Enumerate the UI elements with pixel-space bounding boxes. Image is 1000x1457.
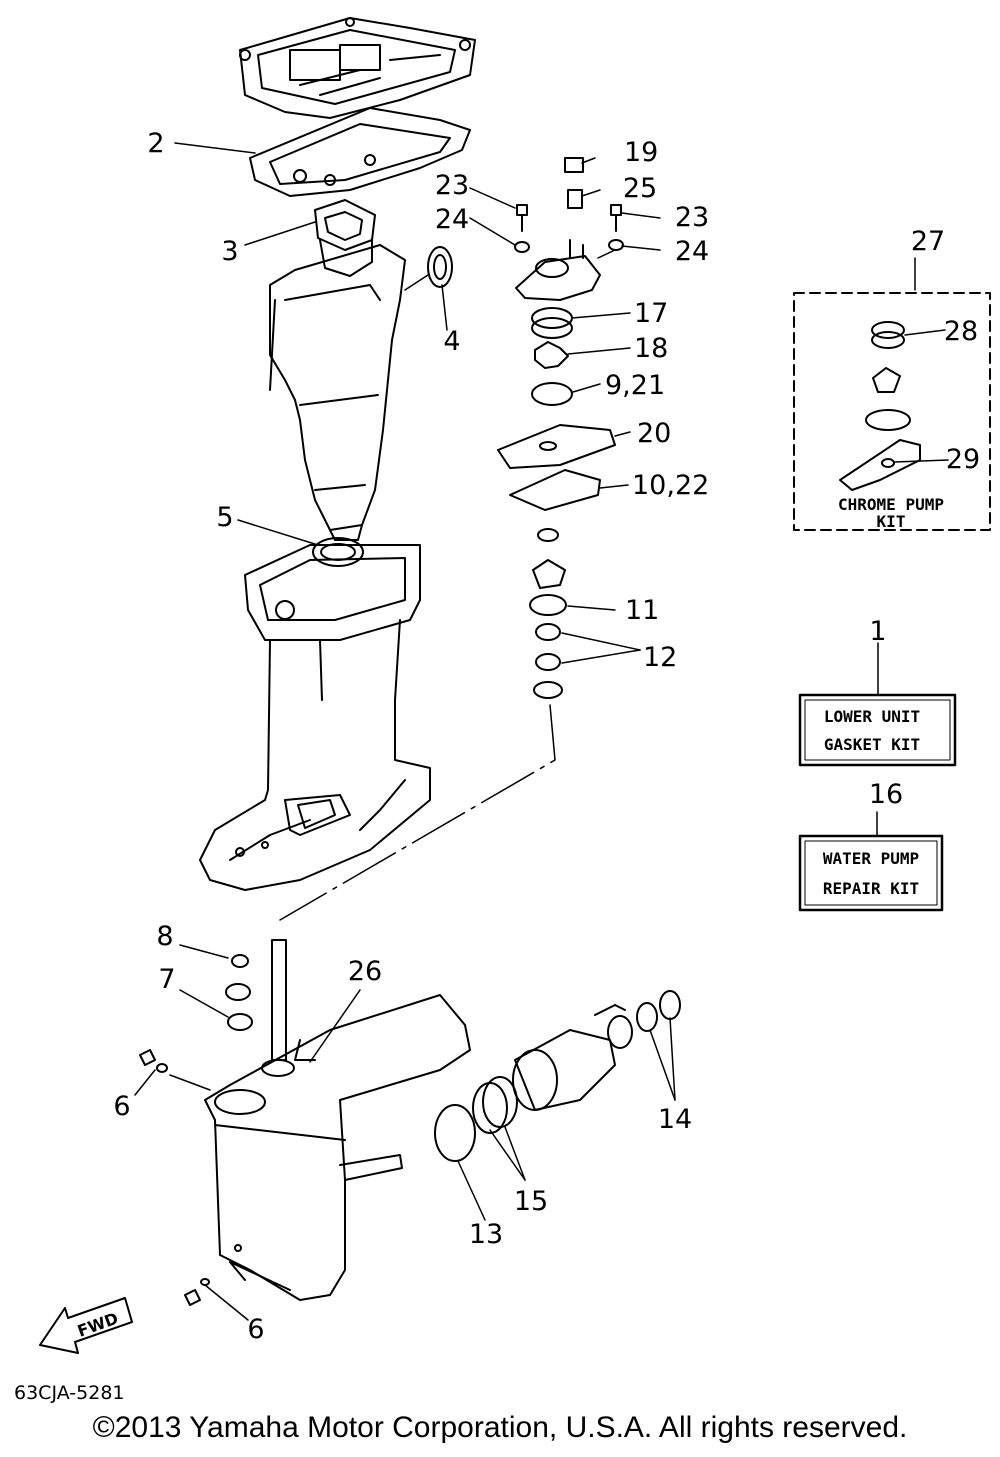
propeller-shaft-housing: [434, 990, 681, 1162]
callout-29: 29: [946, 444, 980, 475]
callout-19: 19: [624, 137, 658, 168]
callout-11: 11: [625, 595, 659, 626]
callout-25: 25: [623, 173, 657, 204]
chrome-kit-line2: KIT: [877, 512, 906, 531]
callout-20: 20: [637, 418, 671, 449]
callout-17: 17: [634, 298, 668, 329]
callout-24a: 24: [435, 204, 469, 235]
water-pump-kit-box: [798, 834, 944, 912]
upper-mount-plate: [239, 17, 476, 119]
callout-4: 4: [443, 326, 460, 357]
gearcase: [204, 939, 471, 1301]
copyright-notice: ©2013 Yamaha Motor Corporation, U.S.A. A…: [92, 1411, 908, 1444]
callout-7: 7: [158, 964, 175, 995]
callout-5: 5: [216, 502, 233, 533]
fwd-arrow-icon: [39, 1297, 133, 1354]
callout-27: 27: [911, 226, 945, 257]
callout-26: 26: [348, 956, 382, 987]
lower-casing: [199, 544, 431, 891]
callout-9-21: 9,21: [605, 370, 665, 401]
callout-15: 15: [514, 1186, 548, 1217]
callout-2: 2: [147, 128, 164, 159]
leader-lines: [134, 142, 949, 1321]
exhaust-guide: [314, 199, 376, 277]
seal-part-5: [312, 537, 364, 567]
lower-kit-line2: GASKET KIT: [824, 735, 920, 754]
callout-13: 13: [469, 1219, 503, 1250]
callout-23a: 23: [435, 170, 469, 201]
water-kit-line2: REPAIR KIT: [823, 879, 919, 898]
water-kit-line1: WATER PUMP: [823, 849, 919, 868]
callout-23b: 23: [675, 202, 709, 233]
callout-6a: 6: [113, 1091, 130, 1122]
oil-seal-part-4: [427, 246, 453, 288]
upper-gasket: [249, 107, 471, 197]
diagram-code: 63CJA-5281: [14, 1382, 125, 1404]
chrome-pump-kit-box: [793, 292, 991, 531]
callout-6b: 6: [247, 1314, 264, 1345]
callout-3: 3: [221, 236, 238, 267]
callout-28: 28: [944, 316, 978, 347]
callout-14: 14: [658, 1104, 692, 1135]
chrome-kit-line1: CHROME PUMP: [838, 495, 944, 514]
callout-1: 1: [869, 616, 886, 647]
callout-10-22: 10,22: [632, 470, 709, 501]
small-fasteners: [139, 954, 253, 1306]
upper-casing: [269, 244, 406, 541]
water-pump-stack: [279, 157, 624, 921]
callout-12: 12: [643, 642, 677, 673]
callout-18: 18: [634, 333, 668, 364]
callout-24b: 24: [675, 236, 709, 267]
callout-8: 8: [156, 921, 173, 952]
callout-16: 16: [869, 779, 903, 810]
lower-kit-line1: LOWER UNIT: [824, 707, 920, 726]
lower-unit-kit-box: [798, 693, 957, 767]
